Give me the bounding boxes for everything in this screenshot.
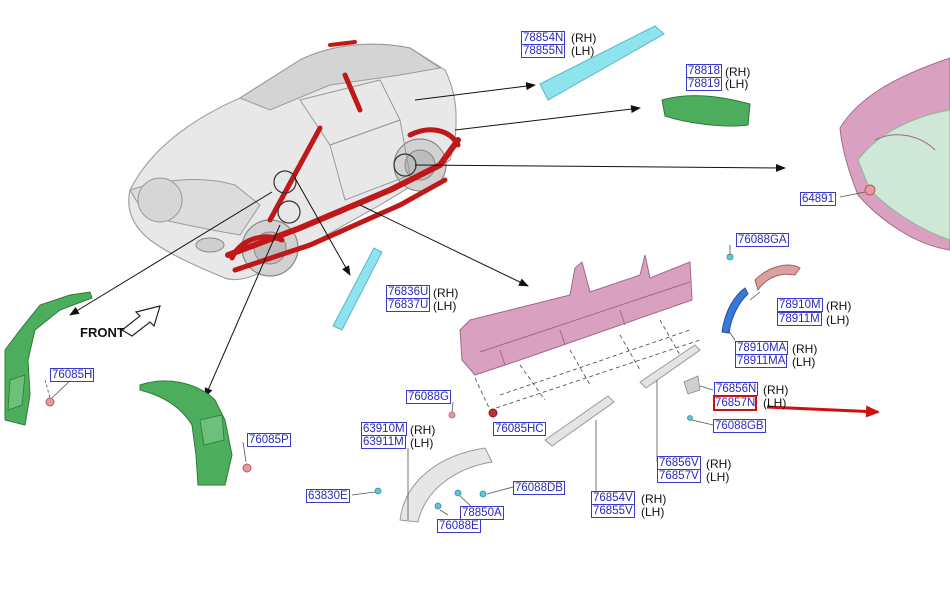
grommet-64891 bbox=[864, 184, 876, 196]
part-label-63910M[interactable]: 63910M bbox=[361, 422, 407, 436]
side-label-rh: (RH) bbox=[792, 342, 818, 356]
side-label-rh: (RH) bbox=[433, 286, 459, 300]
side-label-lh: (LH) bbox=[641, 505, 665, 519]
side-sill-panel-part bbox=[459, 254, 693, 376]
front-direction-arrow bbox=[120, 305, 161, 337]
green-bracket-part bbox=[661, 95, 751, 127]
part-label-63830E[interactable]: 63830E bbox=[306, 489, 350, 503]
side-label-lh: (LH) bbox=[725, 77, 749, 91]
side-label-lh: (LH) bbox=[410, 436, 434, 450]
part-label-76837U[interactable]: 76837U bbox=[386, 298, 431, 312]
vehicle-body bbox=[128, 43, 457, 281]
side-label-rh: (RH) bbox=[725, 65, 751, 79]
part-label-78910M[interactable]: 78910M bbox=[777, 298, 823, 312]
part-label-78911MA[interactable]: 78911MA bbox=[735, 354, 788, 368]
side-label-lh: (LH) bbox=[763, 396, 787, 410]
clip-63830E bbox=[374, 487, 382, 495]
rear-quarter-panel-part bbox=[839, 57, 950, 251]
part-label-76855V[interactable]: 76855V bbox=[591, 504, 635, 518]
side-label-lh: (LH) bbox=[706, 470, 730, 484]
part-label-78818[interactable]: 78818 bbox=[686, 64, 722, 78]
front-pillar-part-left bbox=[4, 291, 93, 426]
sill-molding-lower bbox=[544, 395, 615, 447]
clip-76088G bbox=[448, 411, 456, 419]
sill-molding-upper bbox=[639, 344, 701, 389]
part-label-76836U[interactable]: 76836U bbox=[386, 285, 431, 299]
side-label-lh: (LH) bbox=[571, 44, 595, 58]
clip-76088GB bbox=[687, 415, 693, 421]
side-label-rh: (RH) bbox=[826, 299, 852, 313]
front-label: FRONT bbox=[80, 325, 125, 340]
part-label-76088GB[interactable]: 76088GB bbox=[713, 419, 766, 433]
grommet-76085H bbox=[45, 397, 55, 407]
part-label-76088E[interactable]: 76088E bbox=[437, 519, 481, 533]
vehicle-red-parts bbox=[225, 40, 461, 273]
part-label-76856N[interactable]: 76856N bbox=[714, 382, 759, 396]
fender-arch-blue-strip bbox=[721, 287, 749, 334]
clip-76088E bbox=[434, 502, 442, 510]
bracket-76856N bbox=[683, 375, 701, 395]
grommet-76085P bbox=[242, 463, 252, 473]
part-label-64891[interactable]: 64891 bbox=[800, 192, 836, 206]
part-label-63911M[interactable]: 63911M bbox=[361, 435, 406, 449]
part-label-76857V[interactable]: 76857V bbox=[657, 469, 701, 483]
part-label-76854V[interactable]: 76854V bbox=[591, 491, 635, 505]
clip-76088DB bbox=[479, 490, 487, 498]
part-label-76857N-highlighted[interactable]: 76857N bbox=[713, 395, 758, 411]
part-label-76085P[interactable]: 76085P bbox=[247, 433, 291, 447]
part-label-76085HC[interactable]: 76085HC bbox=[493, 422, 546, 436]
part-label-78819[interactable]: 78819 bbox=[686, 77, 722, 91]
part-label-78850A[interactable]: 78850A bbox=[460, 506, 504, 520]
part-label-76856V[interactable]: 76856V bbox=[657, 456, 701, 470]
side-label-lh: (LH) bbox=[826, 313, 850, 327]
roof-molding-part bbox=[539, 25, 665, 101]
pillar-molding-part bbox=[332, 247, 383, 331]
part-label-76088G[interactable]: 76088G bbox=[406, 390, 451, 404]
part-label-76088GA[interactable]: 76088GA bbox=[736, 233, 789, 247]
part-label-78854N[interactable]: 78854N bbox=[521, 31, 566, 45]
clip-78850A bbox=[454, 489, 462, 497]
wheel-arch-molding-part bbox=[399, 447, 493, 523]
part-label-78911M[interactable]: 78911M bbox=[777, 312, 822, 326]
part-label-78910MA[interactable]: 78910MA bbox=[735, 341, 789, 355]
side-label-rh: (RH) bbox=[571, 31, 597, 45]
center-pillar-part bbox=[139, 380, 233, 486]
highlight-pointer-arrow bbox=[766, 405, 880, 418]
part-label-78855N[interactable]: 78855N bbox=[521, 44, 566, 58]
part-label-76088DB[interactable]: 76088DB bbox=[513, 481, 565, 495]
fender-arch-molding-part bbox=[754, 264, 801, 292]
side-label-lh: (LH) bbox=[792, 355, 816, 369]
side-label-lh: (LH) bbox=[433, 299, 457, 313]
side-label-rh: (RH) bbox=[641, 492, 667, 506]
side-label-rh: (RH) bbox=[706, 457, 732, 471]
side-label-rh: (RH) bbox=[763, 383, 789, 397]
part-label-76085H[interactable]: 76085H bbox=[50, 368, 95, 382]
side-label-rh: (RH) bbox=[410, 423, 436, 437]
grommet-76085HC bbox=[488, 408, 498, 418]
leader-arrows bbox=[69, 82, 786, 398]
